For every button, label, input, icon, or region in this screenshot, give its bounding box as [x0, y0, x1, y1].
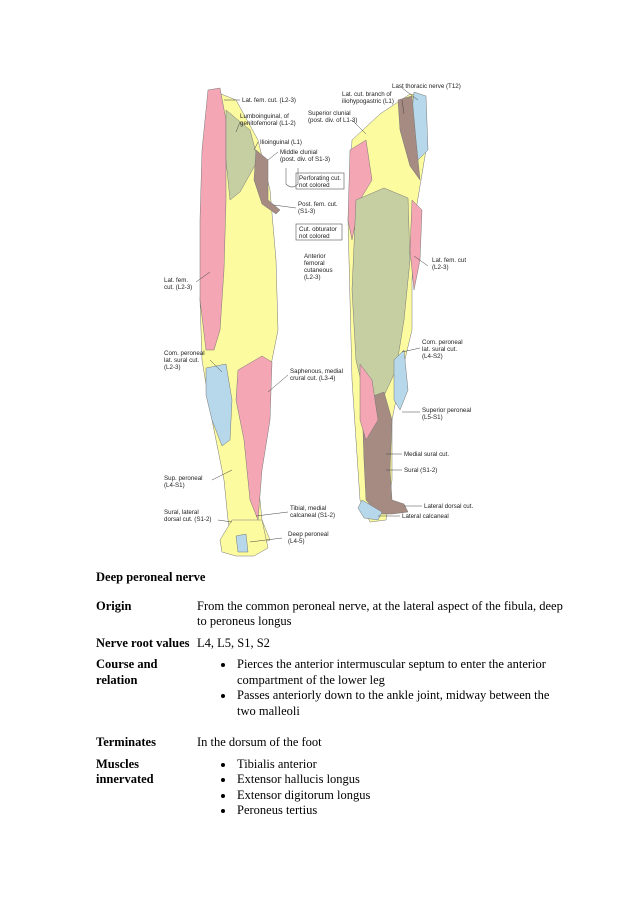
list-item: Extensor hallucis longus: [235, 772, 566, 788]
value-terminates: In the dorsum of the foot: [197, 735, 322, 749]
label-ilioinguinal: Ilioinguinal (L1): [260, 139, 302, 146]
region-blue-peroneal-post: [393, 349, 409, 411]
key-course-line1: Course and: [96, 657, 158, 671]
label-com-per-right-3: (L4-S2): [422, 353, 443, 360]
label-last-thoracic: Last thoracic nerve (T12): [392, 83, 461, 90]
row-origin: Origin From the common peroneal nerve, a…: [96, 599, 566, 636]
list-item: Pierces the anterior intermuscular septu…: [235, 657, 566, 688]
label-com-per-left-2: lat. sural cut.: [164, 357, 199, 364]
label-lat-fem-left-2: cut. (L2-3): [164, 284, 192, 291]
label-lat-fem-left-1: Lat. fem.: [164, 277, 188, 284]
label-tibial-1: Tibial, medial: [290, 505, 326, 512]
label-middle-clunial-1: Middle clunial: [280, 149, 318, 156]
nerve-summary: Deep peroneal nerve Origin From the comm…: [96, 565, 566, 821]
key-course-line2: relation: [96, 672, 138, 687]
perforating-box: [295, 172, 345, 190]
label-superior-clunial-2: (post. div. of L1-3): [308, 117, 357, 124]
course-list: Pierces the anterior intermuscular septu…: [197, 657, 566, 719]
key-muscles-line2: innervated: [96, 772, 154, 786]
label-lat-calcaneal: Lateral calcaneal: [402, 513, 449, 520]
label-ant-fem-cut-2: femoral: [304, 260, 325, 267]
value-origin: From the common peroneal nerve, at the l…: [197, 598, 563, 629]
list-item: Tibialis anterior: [235, 757, 566, 773]
label-lat-fem-right-1: Lat. fem. cut: [432, 257, 466, 264]
label-sup-per-right-2: (L5-S1): [422, 414, 443, 421]
figure-labels: Lat. fem. cut. (L2-3) Lumboinguinal, of …: [164, 83, 473, 545]
value-course: Pierces the anterior intermuscular septu…: [197, 657, 566, 735]
label-com-per-right-2: lat. sural cut.: [422, 346, 457, 353]
row-terminates: Terminates In the dorsum of the foot: [96, 735, 566, 757]
value-muscles: Tibialis anterior Extensor hallucis long…: [197, 757, 566, 821]
label-cut-obturator-1: Cut. obturator: [299, 226, 337, 233]
label-lat-fem-right-2: (L2-3): [432, 264, 449, 271]
key-origin: Origin: [96, 598, 132, 613]
label-com-per-left-3: (L2-3): [164, 364, 181, 371]
posterior-leg: [347, 91, 429, 523]
label-deep-per-1: Deep peroneal: [288, 531, 329, 538]
label-lat-cut-branch-2: iliohypogastric (L1): [342, 98, 394, 105]
perforating-mark: [285, 168, 299, 188]
label-sup-per-left-2: (L4-S1): [164, 482, 185, 489]
label-lat-dorsal-cut: Lateral dorsal cut.: [424, 503, 473, 510]
anterior-leg: [199, 87, 281, 557]
label-lat-cut-branch-1: Lat. cut. branch of: [342, 91, 392, 98]
list-item: Peroneus tertius: [235, 803, 566, 819]
label-com-per-right-1: Com. peroneal: [422, 339, 463, 346]
label-deep-per-2: (L4-5): [288, 538, 305, 545]
region-pink-leg: [235, 355, 273, 521]
label-sup-per-left-1: Sup. peroneal: [164, 475, 203, 482]
region-olive-lumboinguinal: [225, 109, 259, 201]
dermatome-figure: Lat. fem. cut. (L2-3) Lumboinguinal, of …: [164, 83, 473, 557]
row-roots: Nerve root values L4, L5, S1, S2: [96, 636, 566, 658]
nerve-table: Origin From the common peroneal nerve, a…: [96, 599, 566, 821]
key-muscles-line1: Muscles: [96, 756, 140, 771]
region-blue-deep-peroneal: [235, 533, 249, 553]
label-lumboinguinal-2: genitofemoral (L1-2): [240, 120, 296, 127]
label-sural-lat-2: dorsal cut. (S1-2): [164, 516, 211, 523]
section-title: Deep peroneal nerve: [96, 570, 206, 584]
label-medial-sural: Medial sural cut.: [404, 451, 449, 458]
label-middle-clunial-2: (post. div. of S1-3): [280, 156, 330, 163]
label-sural: Sural (S1-2): [404, 467, 437, 474]
label-ant-fem-cut-1: Anterior: [304, 253, 326, 260]
region-pink-lat-thigh-posterior: [409, 199, 423, 291]
region-blue-calcaneal: [357, 499, 383, 521]
label-saphenous-2: crural cut. (L3-4): [290, 375, 335, 382]
leader-lines: [195, 87, 429, 543]
list-item: Passes anteriorly down to the ankle join…: [235, 688, 566, 719]
value-roots: L4, L5, S1, S2: [197, 635, 270, 650]
muscles-list: Tibialis anterior Extensor hallucis long…: [197, 757, 566, 819]
region-blue-lat-sural: [205, 363, 233, 447]
obturator-box: [295, 223, 343, 241]
label-ant-fem-cut-4: (L2-3): [304, 274, 321, 281]
key-roots: Nerve root values: [96, 635, 190, 650]
label-ant-fem-cut-3: cutaneous: [304, 267, 333, 274]
region-brown-iliohypogastric: [397, 95, 421, 181]
label-post-fem-cut-1: Post. fem. cut.: [298, 201, 338, 208]
label-post-fem-cut-2: (S1-3): [298, 208, 315, 215]
label-cut-obturator-2: not colored: [299, 233, 330, 240]
label-superior-clunial-1: Superior clunial: [308, 110, 351, 117]
region-brown-ilioinguinal: [253, 149, 281, 215]
list-item: Extensor digitorum longus: [235, 788, 566, 804]
label-saphenous-1: Saphenous, medial: [290, 368, 343, 375]
label-perforating-2: not colored: [299, 182, 330, 189]
label-tibial-2: calcaneal (S1-2): [290, 512, 335, 519]
region-pink-lat-thigh: [199, 87, 227, 351]
region-pink-medial-leg: [359, 363, 379, 441]
label-lat-fem-cut-top: Lat. fem. cut. (L2-3): [242, 97, 296, 104]
label-perforating-1: Perforating cut.: [299, 175, 341, 182]
label-com-per-left-1: Com. peroneal: [164, 350, 205, 357]
key-terminates: Terminates: [96, 735, 156, 749]
label-lumboinguinal-1: Lumboinguinal, of: [240, 113, 289, 120]
label-sup-per-right-1: Superior peroneal: [422, 407, 471, 414]
label-sural-lat-1: Sural, lateral: [164, 509, 199, 516]
